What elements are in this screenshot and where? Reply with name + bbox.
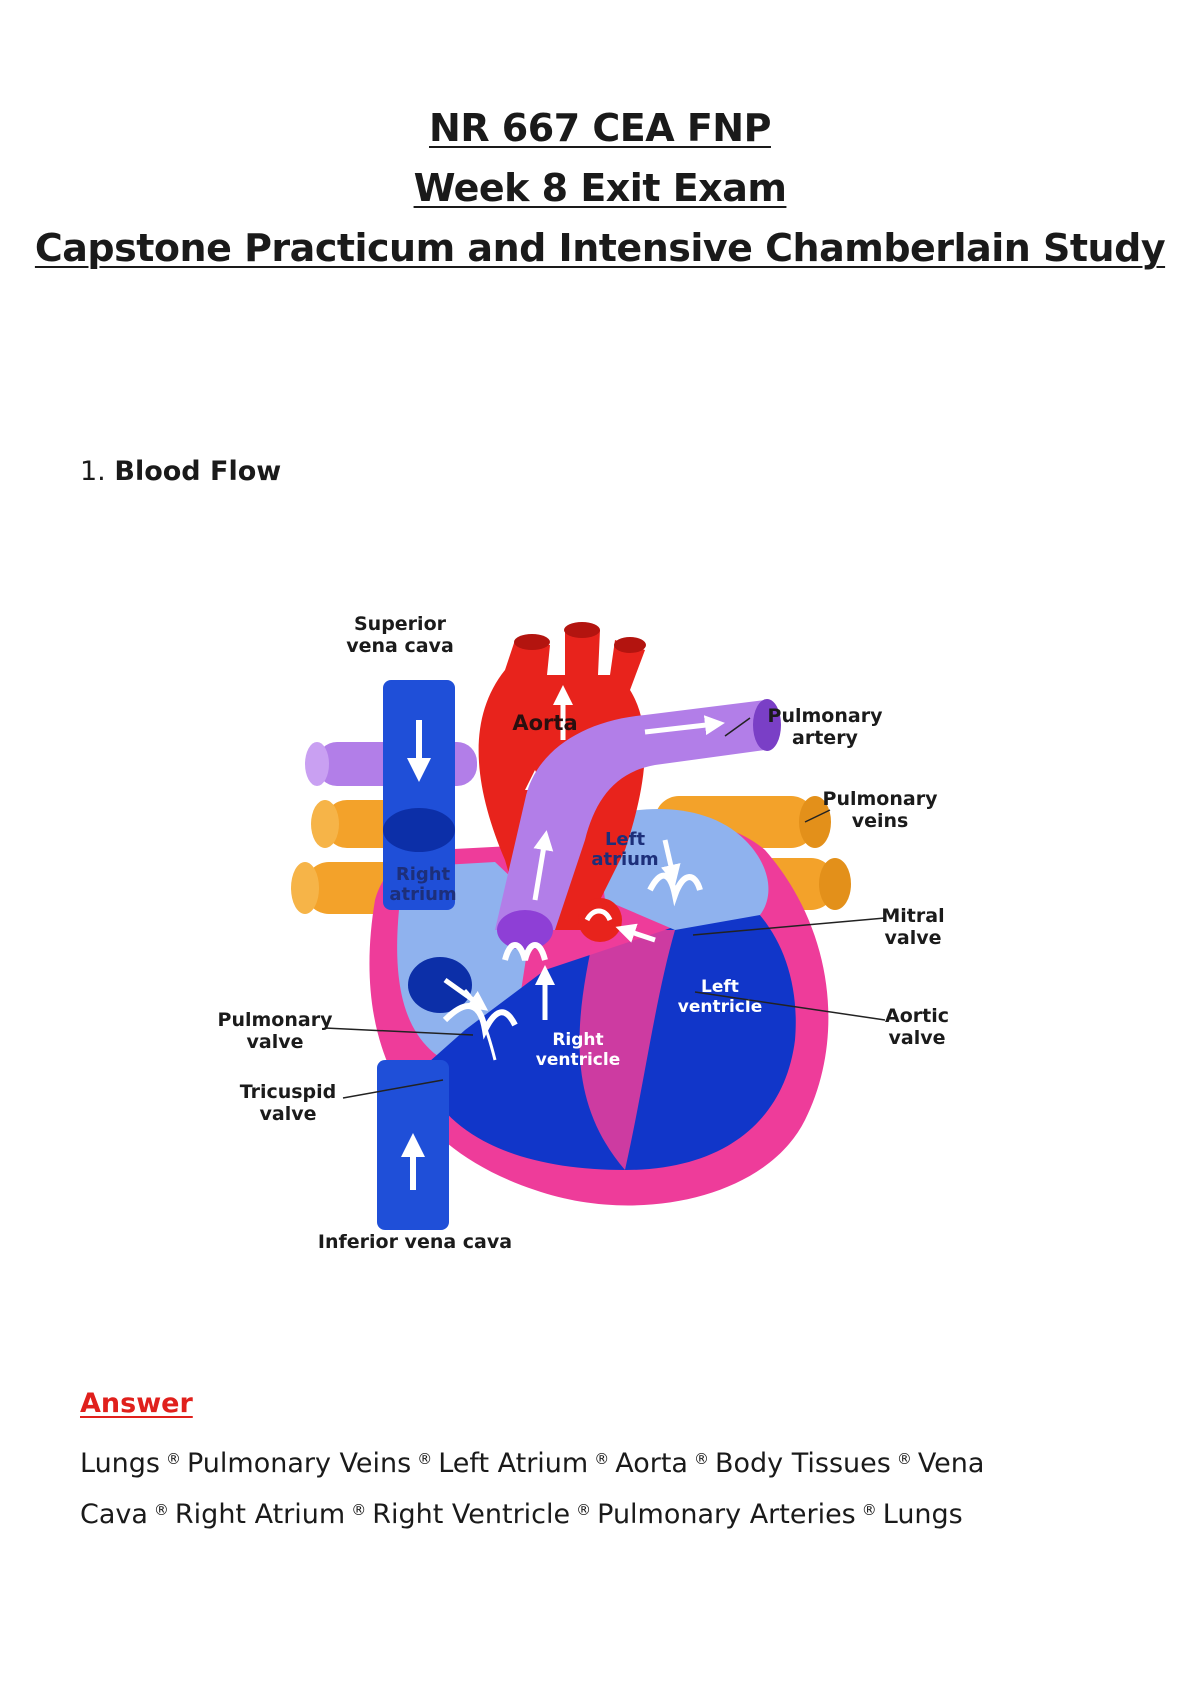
superior-vena-cava — [383, 680, 455, 910]
answer-step: Right Atrium — [174, 1499, 346, 1530]
answer-sequence: Lungs ® Pulmonary Veins ® Left Atrium ® Aorta ®… — [80, 1436, 1110, 1538]
study-title: Capstone Practicum and Intensive Chamber… — [34, 226, 1166, 270]
answer-step: Lungs — [80, 1448, 160, 1479]
label-right-atrium-1: Right — [396, 864, 451, 885]
label-mitral-valve-1: Mitral — [881, 905, 944, 927]
heart-illustration: Aorta Right atrium Left atrium Left vent… — [218, 613, 949, 1253]
answer-step: Left Atrium — [438, 1448, 589, 1479]
answer-step: Body Tissues — [714, 1448, 891, 1479]
answer-step: Vena Cava — [80, 1448, 985, 1530]
heart-diagram: Aorta Right atrium Left atrium Left vent… — [205, 600, 975, 1280]
label-superior-vena-cava-1: Superior — [354, 613, 447, 635]
question-number: 1. — [80, 456, 106, 487]
label-aortic-valve-1: Aortic — [885, 1005, 949, 1027]
answer-label: Answer — [80, 1388, 193, 1419]
label-left-ventricle-1: Left — [701, 977, 739, 997]
answer-step: Right Ventricle — [372, 1499, 571, 1530]
label-tricuspid-valve-2: valve — [260, 1103, 317, 1125]
answer-step: Pulmonary Arteries — [597, 1499, 856, 1530]
exam-title: Week 8 Exit Exam — [413, 166, 787, 210]
answer-step: Aorta — [615, 1448, 688, 1479]
label-superior-vena-cava-2: vena cava — [346, 635, 454, 657]
label-mitral-valve-2: valve — [885, 927, 942, 949]
answer-step: Pulmonary Veins — [187, 1448, 412, 1479]
answer-step: Lungs — [882, 1499, 963, 1530]
label-aortic-valve-2: valve — [889, 1027, 946, 1049]
pulmonary-artery — [495, 700, 765, 930]
label-pulmonary-valve-1: Pulmonary — [218, 1009, 334, 1031]
label-aorta: Aorta — [512, 711, 577, 735]
label-right-ventricle-1: Right — [552, 1030, 603, 1050]
label-inferior-vena-cava: Inferior vena cava — [318, 1231, 512, 1253]
label-left-atrium-2: atrium — [591, 849, 658, 870]
course-title: NR 667 CEA FNP — [429, 106, 771, 150]
answer-separator: ® — [896, 1450, 912, 1468]
label-right-ventricle-2: ventricle — [536, 1050, 621, 1070]
document-header: NR 667 CEA FNP Week 8 Exit Exam Capstone… — [0, 98, 1200, 278]
label-pulmonary-veins-1: Pulmonary — [823, 788, 939, 810]
label-pulmonary-valve-2: valve — [247, 1031, 304, 1053]
answer-separator: ® — [693, 1450, 709, 1468]
answer-separator: ® — [576, 1501, 592, 1519]
answer-separator: ® — [153, 1501, 169, 1519]
label-pulmonary-artery-1: Pulmonary — [768, 705, 884, 727]
label-pulmonary-artery-2: artery — [792, 727, 859, 749]
label-right-atrium-2: atrium — [389, 884, 456, 905]
left-atrium-chamber — [595, 808, 769, 930]
label-tricuspid-valve-1: Tricuspid — [240, 1081, 337, 1103]
question-title: Blood Flow — [114, 456, 282, 487]
label-pulmonary-veins-2: veins — [852, 810, 909, 832]
label-left-ventricle-2: ventricle — [678, 997, 763, 1017]
answer-separator: ® — [594, 1450, 610, 1468]
answer-separator: ® — [351, 1501, 367, 1519]
answer-separator: ® — [861, 1501, 877, 1519]
question-heading: 1. Blood Flow — [80, 456, 281, 487]
answer-separator: ® — [417, 1450, 433, 1468]
answer-separator: ® — [166, 1450, 181, 1468]
label-left-atrium-1: Left — [605, 829, 646, 850]
